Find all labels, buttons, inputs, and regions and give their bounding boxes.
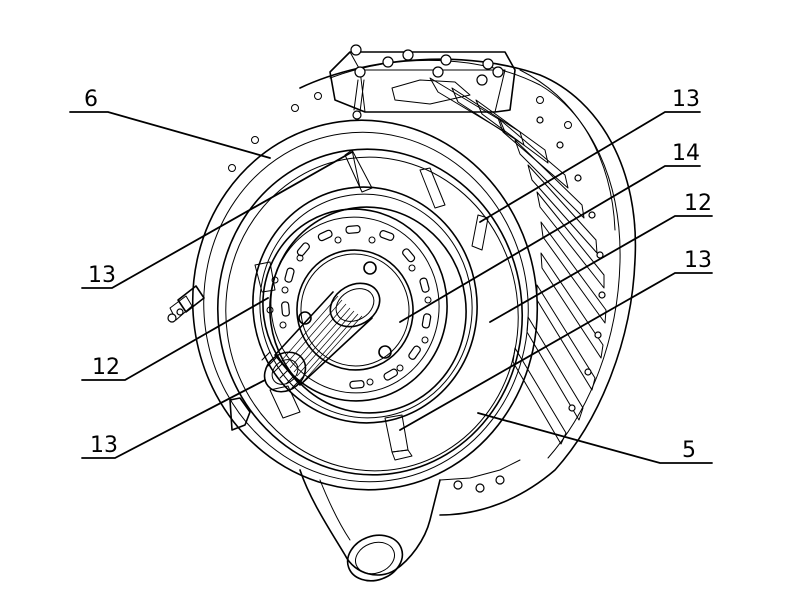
part-labels: 6 13 14 12 13 5 13 12 13 bbox=[84, 87, 712, 463]
label-5: 5 bbox=[682, 438, 696, 463]
stator-housing bbox=[228, 58, 637, 516]
label-14: 14 bbox=[672, 141, 700, 166]
rim-holes bbox=[228, 92, 572, 172]
terminal-bolts bbox=[350, 44, 504, 86]
fin-bolts bbox=[536, 116, 606, 412]
cable-connector bbox=[167, 285, 205, 323]
bearing-plate bbox=[262, 208, 448, 402]
leader-6 bbox=[69, 111, 271, 159]
leader-14 bbox=[399, 165, 701, 323]
leader-5 bbox=[477, 412, 713, 464]
bearing-cover bbox=[296, 249, 414, 371]
leader-13-mid-right bbox=[399, 272, 713, 431]
label-13-left-upper: 13 bbox=[88, 263, 116, 288]
flange-ribs bbox=[254, 149, 489, 461]
cooling-fins bbox=[429, 77, 607, 445]
output-shaft bbox=[261, 282, 381, 393]
terminal-box bbox=[329, 44, 516, 120]
label-13-top-right: 13 bbox=[672, 87, 700, 112]
leader-12-left bbox=[81, 297, 269, 381]
label-12-right: 12 bbox=[684, 191, 712, 216]
mounting-bracket bbox=[229, 397, 521, 582]
leader-13-left-upper bbox=[81, 151, 353, 289]
inner-housing bbox=[252, 186, 478, 424]
leader-13-left-lower bbox=[81, 379, 266, 459]
leader-lines bbox=[69, 111, 713, 464]
plate-slots bbox=[281, 225, 432, 389]
leader-12-right bbox=[489, 215, 713, 323]
label-13-mid-right: 13 bbox=[684, 248, 712, 273]
front-flange bbox=[191, 119, 539, 491]
label-12-left: 12 bbox=[92, 355, 120, 380]
label-13-left-lower: 13 bbox=[90, 433, 118, 458]
label-6: 6 bbox=[84, 87, 98, 112]
leader-13-top-right bbox=[479, 111, 701, 223]
plate-holes bbox=[266, 236, 432, 386]
